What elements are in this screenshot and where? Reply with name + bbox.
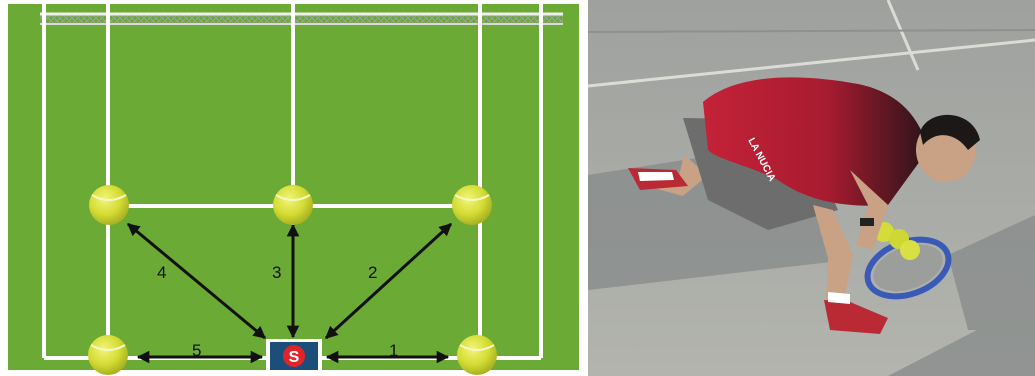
start-marker-label: S [289, 349, 300, 366]
ball-bottom-right [457, 335, 497, 375]
arrow-3-label: 3 [272, 263, 281, 282]
ball-top-center [273, 185, 313, 225]
arrow-5-label: 5 [192, 341, 201, 360]
player-photo-illustration: LA NUCIA [588, 0, 1035, 376]
arrow-1-label: 1 [389, 341, 398, 360]
player-photo: LA NUCIA [588, 0, 1035, 376]
ball-top-left [89, 185, 129, 225]
ball-top-right [452, 185, 492, 225]
start-marker: S [266, 339, 322, 372]
drill-diagram-panel: 1 2 3 4 5 [0, 0, 582, 376]
net [40, 14, 563, 24]
arrow-2-label: 2 [368, 263, 377, 282]
drill-diagram: 1 2 3 4 5 [0, 0, 582, 376]
ball-bottom-left [88, 335, 128, 375]
arrow-4-label: 4 [157, 263, 166, 282]
